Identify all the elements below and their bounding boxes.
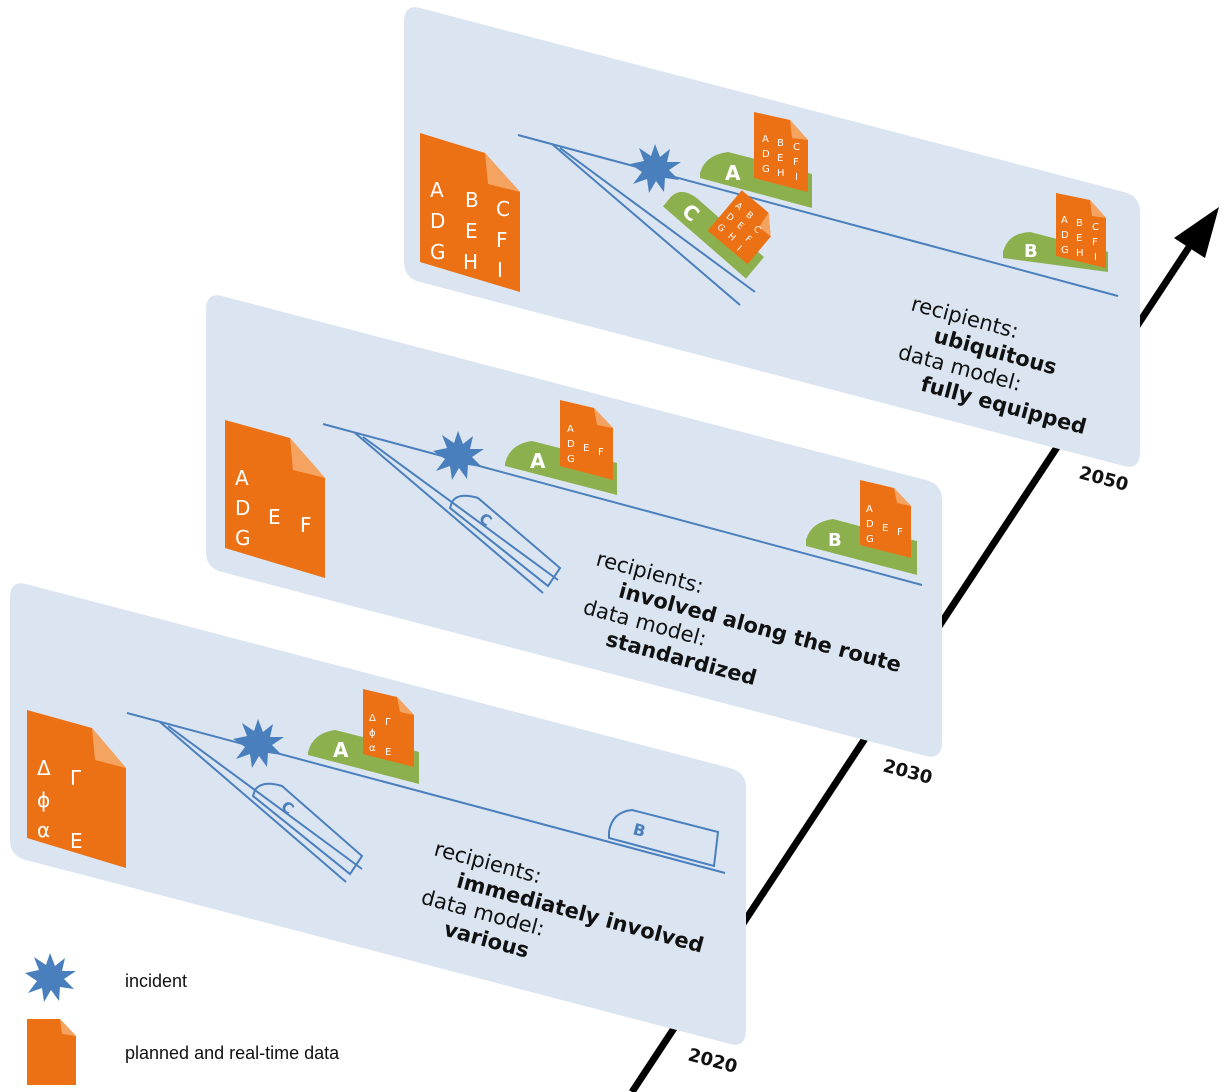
doc-letter: D	[1061, 230, 1069, 241]
doc-letter: A	[1061, 215, 1068, 226]
vehicle-label: B	[1024, 241, 1038, 262]
doc-letter: Γ	[70, 766, 82, 790]
doc-letter: ϕ	[369, 728, 376, 739]
doc-letter: E	[268, 505, 281, 529]
doc-letter: E	[734, 221, 745, 233]
doc-letter: G	[715, 223, 727, 235]
incident-starburst-icon	[25, 953, 76, 1002]
vehicle-a: A Δ Γ ϕ α E	[308, 689, 419, 784]
doc-letter: E	[777, 153, 783, 164]
doc-letter: E	[1076, 233, 1082, 244]
vehicle-label: A	[530, 449, 546, 473]
road	[517, 134, 1119, 306]
doc-letter: B	[1076, 218, 1083, 229]
doc-letter: D	[866, 519, 874, 530]
doc-letter: α	[37, 818, 50, 842]
doc-letter: B	[465, 188, 479, 212]
doc-letter: A	[762, 134, 769, 145]
doc-letter: F	[743, 234, 753, 245]
legend-data-label: planned and real-time data	[125, 1043, 340, 1063]
doc-letter: C	[496, 197, 510, 221]
document-icon	[27, 1019, 76, 1085]
doc-letter: Δ	[369, 713, 376, 724]
doc-letter: I	[795, 172, 798, 183]
doc-letter: A	[430, 178, 444, 202]
doc-letter: Γ	[385, 717, 391, 728]
doc-letter: H	[1076, 248, 1084, 259]
big-data-document: A D E F G	[225, 420, 325, 578]
vehicle-b: B	[608, 808, 720, 868]
doc-letter: D	[724, 212, 736, 224]
vehicle-c: C A B C D E F G H I	[662, 190, 771, 279]
doc-letter: A	[567, 424, 574, 435]
doc-letter: E	[583, 443, 589, 454]
doc-letter: D	[567, 439, 575, 450]
doc-letter: A	[235, 466, 249, 490]
doc-letter: F	[496, 228, 508, 252]
doc-letter: G	[762, 164, 770, 175]
legend-incident-label: incident	[125, 971, 187, 991]
doc-letter: E	[70, 829, 83, 853]
doc-letter: I	[734, 244, 742, 253]
doc-letter: E	[882, 523, 888, 534]
panel-2050: A B C D E F G H I A A B C D E	[404, 7, 1140, 467]
vehicle-label: A	[725, 161, 741, 185]
doc-letter: F	[1092, 237, 1098, 248]
vehicle-a: A A B C D E F G H I	[700, 112, 812, 208]
doc-letter: H	[725, 232, 737, 244]
doc-letter: H	[777, 168, 785, 179]
doc-letter: C	[1092, 222, 1099, 233]
doc-letter: α	[369, 743, 376, 754]
vehicle-label: B	[828, 530, 842, 551]
doc-letter: F	[897, 527, 903, 538]
doc-letter: F	[300, 513, 312, 537]
doc-letter: ϕ	[37, 788, 50, 812]
road	[126, 712, 726, 883]
vehicle-label: B	[631, 820, 648, 842]
year-label: 2030	[881, 756, 935, 789]
doc-letter: D	[430, 209, 445, 233]
vehicle-label: A	[333, 738, 349, 762]
doc-letter: A	[733, 201, 745, 213]
doc-letter: G	[567, 454, 575, 465]
doc-letter: G	[430, 240, 446, 264]
doc-letter: D	[235, 496, 250, 520]
doc-letter: I	[497, 258, 503, 282]
panel-2030: A D E F G C A A D E F G	[206, 295, 942, 757]
doc-letter: I	[1094, 252, 1097, 263]
doc-letter: D	[762, 149, 770, 160]
doc-letter: G	[235, 526, 251, 550]
doc-letter: H	[463, 250, 478, 274]
vehicle-b: B A B C D E F G H I	[1003, 193, 1108, 272]
doc-letter: E	[385, 747, 391, 758]
doc-letter: A	[866, 504, 873, 515]
doc-letter: F	[598, 447, 604, 458]
year-label: 2020	[686, 1045, 740, 1078]
year-label: 2050	[1077, 463, 1131, 496]
vehicle-a: A A D E F G	[505, 400, 617, 495]
doc-letter: G	[866, 534, 874, 545]
big-data-document: A B C D E F G H I	[420, 133, 520, 292]
doc-letter: B	[777, 138, 784, 149]
doc-letter: E	[465, 219, 478, 243]
road	[322, 423, 923, 594]
doc-letter: B	[743, 210, 754, 222]
doc-letter: F	[793, 157, 799, 168]
doc-letter: C	[751, 224, 762, 236]
doc-letter: G	[1061, 245, 1069, 256]
vehicle-b: B A D E F G	[806, 480, 917, 575]
big-data-document: Δ Γ ϕ α E	[27, 710, 126, 868]
legend: incident planned and real-time data	[25, 953, 340, 1085]
panel-2020: Δ Γ ϕ α E C A Δ Γ ϕ α E	[10, 583, 746, 1045]
doc-letter: C	[793, 142, 800, 153]
doc-letter: Δ	[37, 756, 51, 780]
